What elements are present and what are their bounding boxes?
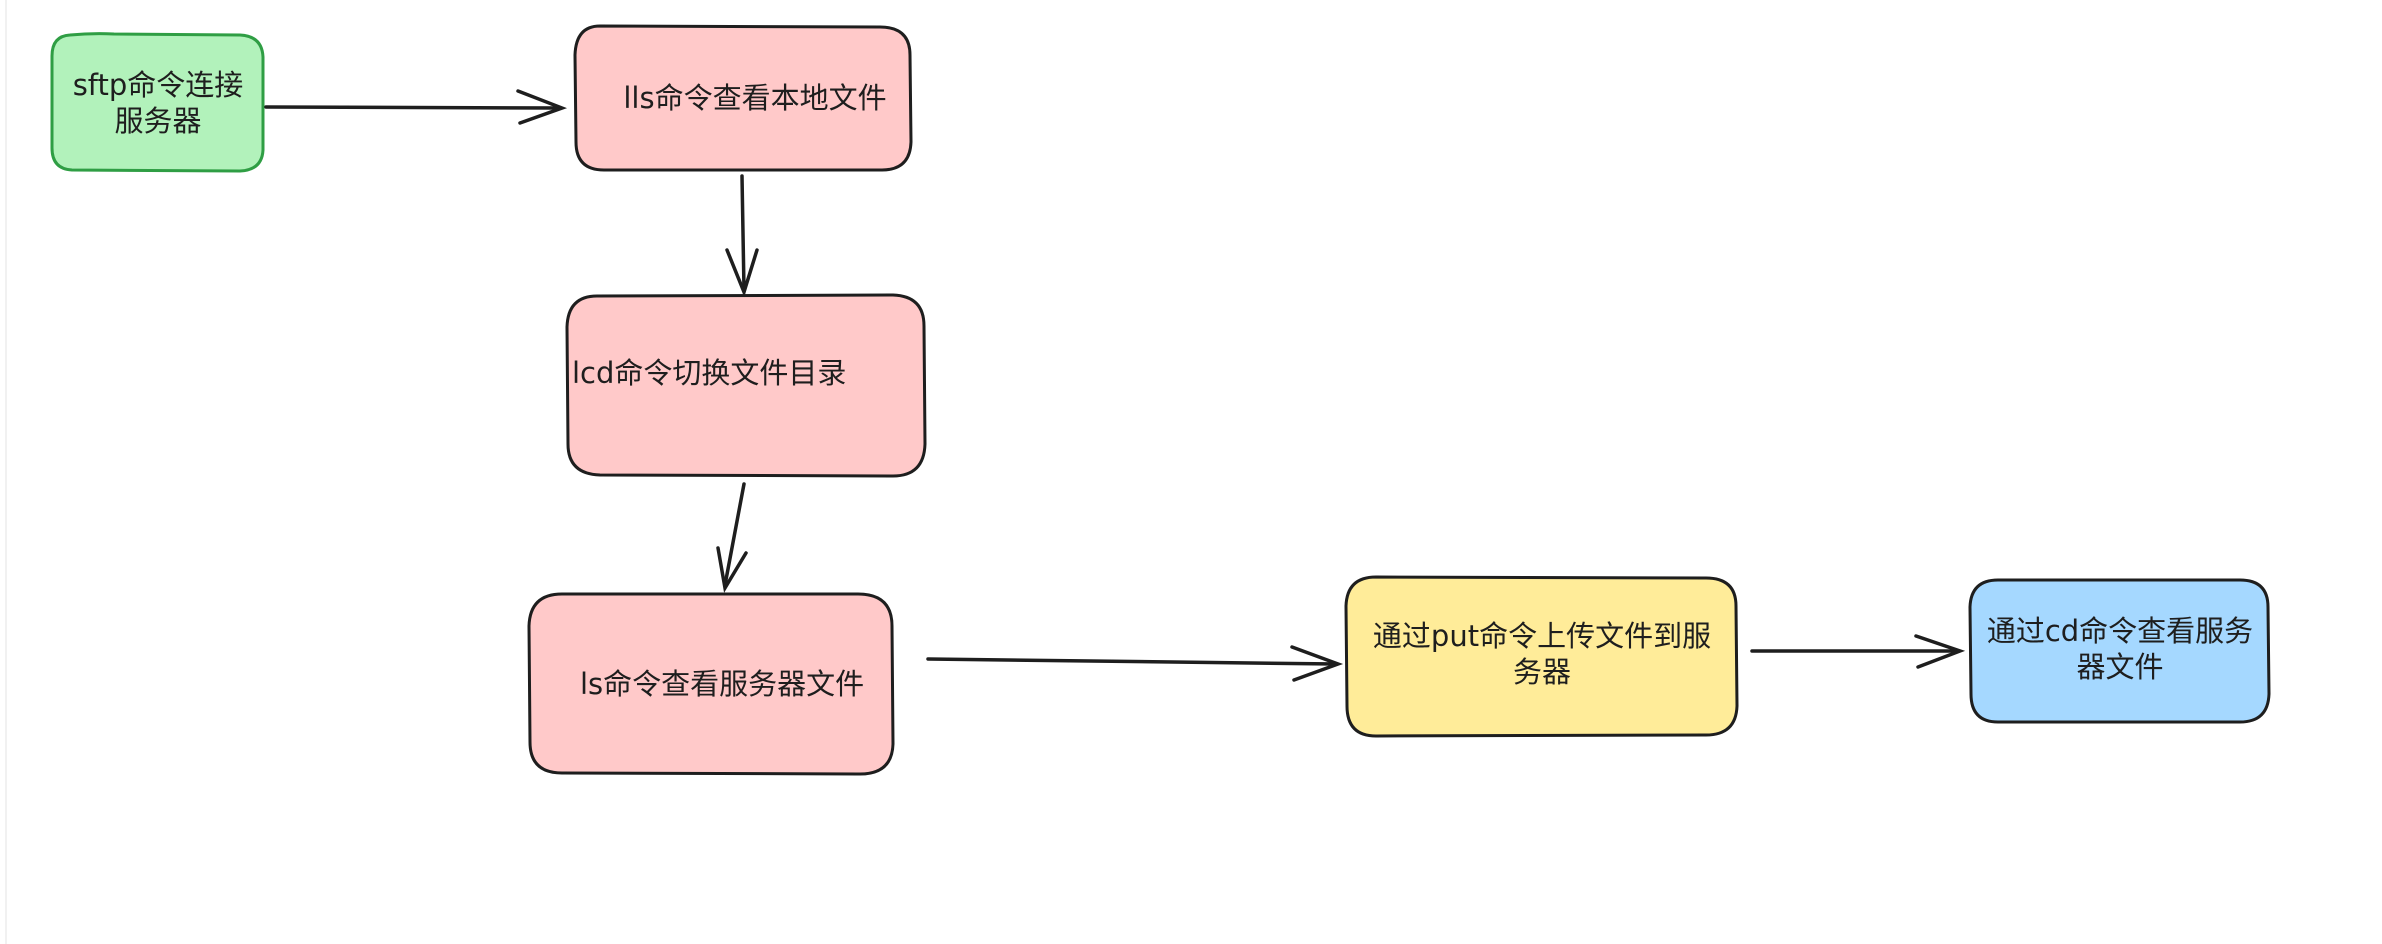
node-lls-box[interactable]: [573, 24, 913, 172]
edge-ls-to-put: [926, 645, 1344, 682]
node-cd-box[interactable]: [1968, 578, 2271, 724]
canvas-edge: [5, 0, 7, 944]
edge-lls-to-lcd: [725, 174, 759, 298]
edge-sftp-to-lls: [264, 89, 568, 125]
node-lls-label: lls命令查看本地文件: [623, 81, 887, 115]
node-lcd-box[interactable]: [565, 293, 927, 478]
node-put-box[interactable]: [1344, 575, 1739, 738]
edge-lcd-to-ls: [716, 482, 748, 593]
node-sftp-box[interactable]: [50, 32, 265, 173]
node-lcd-label: lcd命令切换文件目录: [572, 356, 847, 390]
node-cd-label: 通过cd命令查看服务器文件: [1986, 614, 2254, 684]
node-sftp-label: sftp命令连接服务器: [72, 68, 244, 138]
node-ls-label: ls命令查看服务器文件: [580, 667, 865, 701]
edge-put-to-cd: [1750, 634, 1966, 669]
node-ls-box[interactable]: [527, 592, 895, 776]
node-put-label: 通过put命令上传文件到服务器: [1372, 619, 1712, 689]
